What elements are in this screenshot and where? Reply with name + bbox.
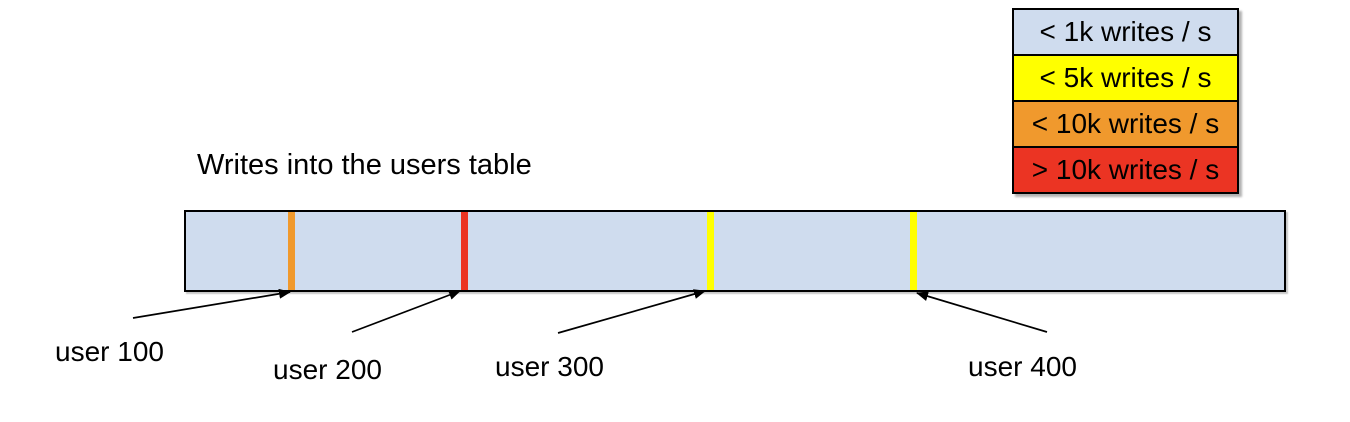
write-hotspot-stripe-user-100 — [288, 212, 295, 290]
legend-item-3: > 10k writes / s — [1012, 146, 1239, 194]
legend: < 1k writes / s < 5k writes / s < 10k writ… — [1012, 8, 1239, 194]
diagram-title: Writes into the users table — [197, 149, 532, 181]
user-label-user-100: user 100 — [55, 336, 164, 367]
legend-item-label: > 10k writes / s — [1031, 154, 1220, 185]
users-table-bar — [184, 210, 1286, 292]
pointer-arrow-3 — [916, 291, 1048, 333]
legend-item-0: < 1k writes / s — [1012, 8, 1239, 56]
legend-item-1: < 5k writes / s — [1012, 54, 1239, 102]
user-label-user-400: user 400 — [968, 351, 1077, 382]
pointer-arrow-2 — [557, 289, 706, 334]
legend-item-label: < 1k writes / s — [1039, 16, 1212, 47]
legend-item-label: < 10k writes / s — [1031, 108, 1220, 139]
write-hotspot-stripe-user-300 — [707, 212, 714, 290]
user-label-user-200: user 200 — [273, 354, 382, 385]
user-label-user-300: user 300 — [495, 351, 604, 382]
write-hotspot-stripe-user-200 — [461, 212, 468, 290]
write-hotspot-stripe-user-400 — [910, 212, 917, 290]
pointer-arrow-1 — [351, 290, 461, 333]
pointer-arrow-0 — [132, 288, 291, 319]
legend-item-2: < 10k writes / s — [1012, 100, 1239, 148]
legend-item-label: < 5k writes / s — [1039, 62, 1212, 93]
